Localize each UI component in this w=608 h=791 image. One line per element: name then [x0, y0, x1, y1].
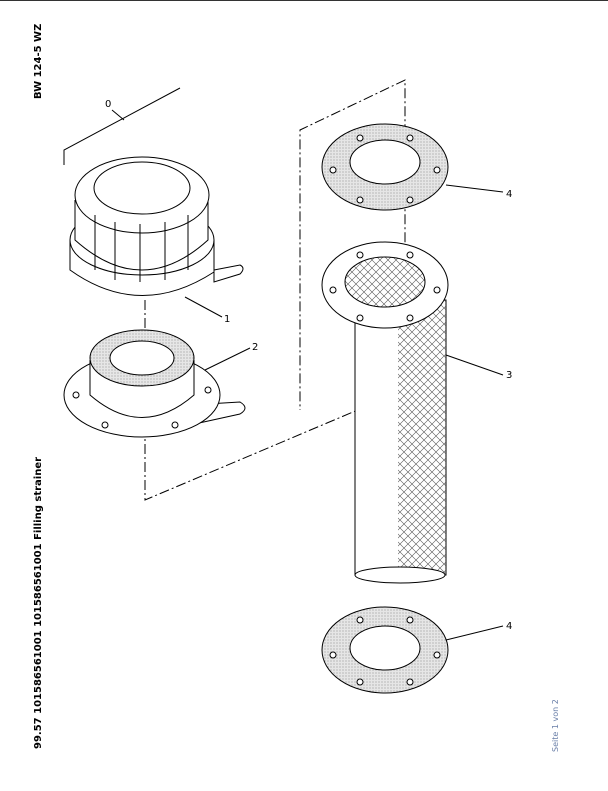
- leader-line-4-top: [445, 184, 504, 193]
- leader-line-3: [445, 354, 504, 376]
- callout-3: 3: [506, 370, 512, 381]
- assembly-axis-line: [144, 79, 406, 501]
- top-rule: [0, 0, 608, 1]
- part-cap: [69, 156, 244, 296]
- callout-4-bottom: 4: [506, 621, 512, 632]
- leader-line-1: [184, 296, 223, 318]
- leader-line-4-bottom: [445, 625, 504, 641]
- leader-line-0: [111, 109, 125, 121]
- leader-line-2: [204, 347, 251, 371]
- assembly-bracket: [63, 87, 181, 165]
- callout-1: 1: [224, 314, 230, 325]
- part-strainer: [321, 241, 449, 584]
- callout-0: 0: [105, 99, 111, 110]
- callout-2: 2: [252, 342, 258, 353]
- part-flange: [63, 329, 246, 438]
- part-gasket-top: [321, 123, 449, 211]
- part-gasket-bottom: [321, 606, 449, 694]
- callout-4-top: 4: [506, 189, 512, 200]
